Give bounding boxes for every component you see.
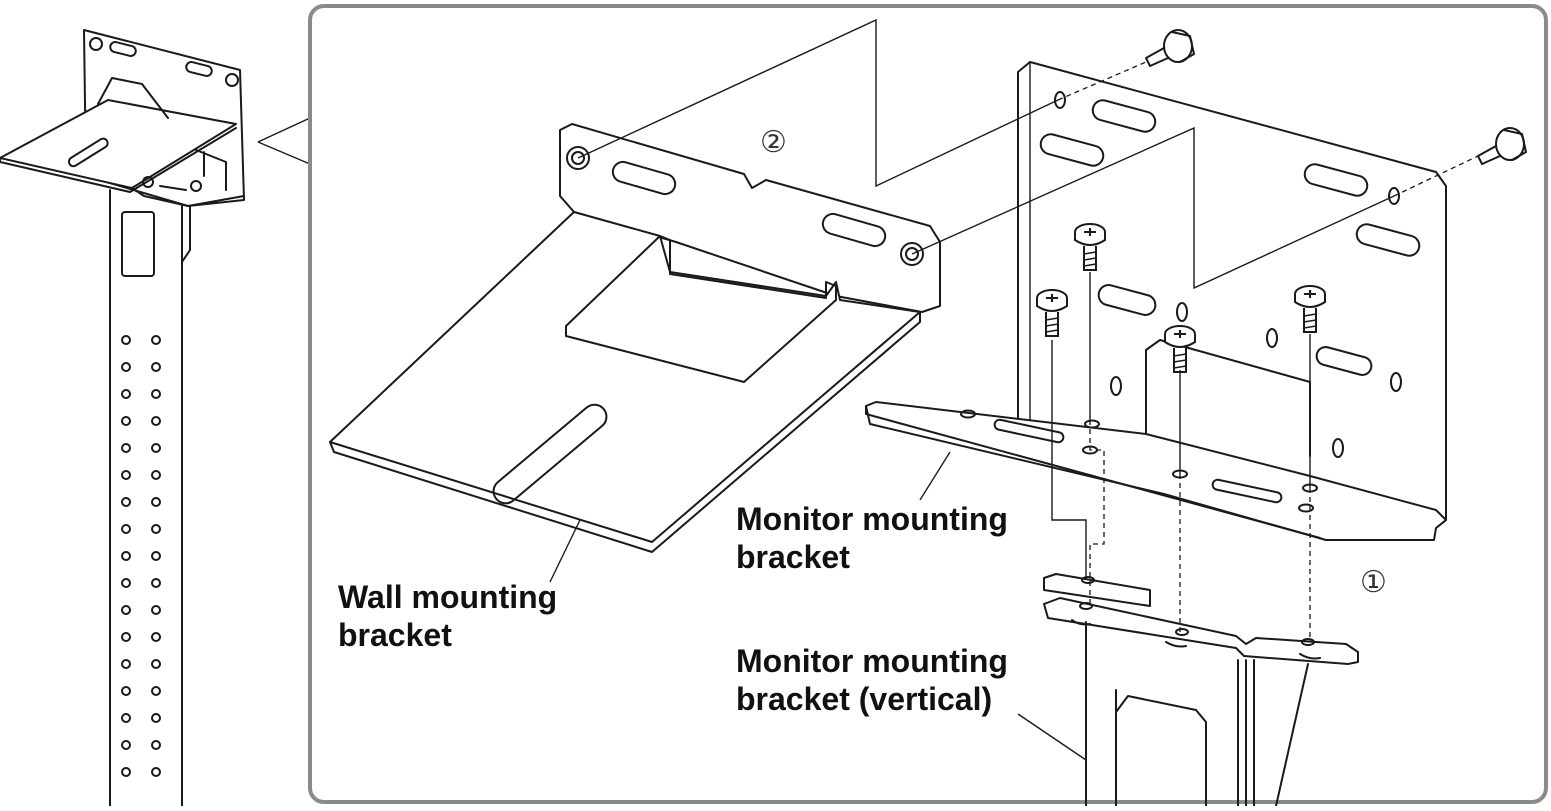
pole-hole — [151, 740, 161, 750]
pole-hole — [151, 605, 161, 615]
overview-pole-assembly — [0, 29, 245, 807]
pole-hole — [151, 389, 161, 399]
pole-hole — [121, 470, 131, 480]
pole-hole — [151, 470, 161, 480]
screw-small — [1164, 325, 1196, 373]
pole-hole — [151, 686, 161, 696]
pole-hole — [121, 551, 131, 561]
pole-hole — [151, 767, 161, 777]
pole-hole — [151, 659, 161, 669]
pole-hole — [121, 740, 131, 750]
pole-hole — [121, 632, 131, 642]
pole-hole — [121, 524, 131, 534]
small-screws — [1036, 223, 1326, 373]
leader-wall-bracket — [549, 519, 581, 583]
pole-hole — [121, 443, 131, 453]
pole-hole — [151, 632, 161, 642]
alignment-lines — [577, 18, 1479, 642]
label-monitor-line2: bracket — [736, 539, 850, 575]
wall-mounting-bracket — [329, 123, 941, 553]
pole-hole — [121, 335, 131, 345]
pole-hole — [121, 686, 131, 696]
pole-hole — [151, 713, 161, 723]
leader-lines — [549, 451, 1087, 761]
monitor-mounting-bracket — [865, 61, 1447, 541]
leader-vertical-bracket — [1017, 713, 1087, 761]
label-wall-line2: bracket — [338, 617, 452, 653]
pole-hole — [151, 524, 161, 534]
monitor-mounting-bracket-vertical — [1043, 573, 1359, 807]
leader-monitor-bracket — [919, 451, 951, 501]
step-number-1: ① — [1360, 565, 1387, 600]
pole-holes — [121, 335, 161, 777]
pole-hole — [121, 497, 131, 507]
pole-hole — [121, 362, 131, 372]
screw-large-2 — [1477, 127, 1527, 165]
pole-hole — [121, 659, 131, 669]
label-wall-mounting-bracket: Wall mounting bracket — [338, 578, 557, 654]
screw-small — [1036, 289, 1068, 337]
pole-hole — [151, 497, 161, 507]
label-vertical-line2: bracket (vertical) — [736, 681, 993, 717]
pole-hole — [121, 713, 131, 723]
pole-hole — [151, 416, 161, 426]
label-monitor-mounting-bracket-vertical: Monitor mounting bracket (vertical) — [736, 642, 1008, 718]
label-vertical-line1: Monitor mounting — [736, 643, 1008, 679]
label-wall-line1: Wall mounting — [338, 579, 558, 615]
pole-hole — [121, 578, 131, 588]
pole-hole — [121, 767, 131, 777]
callout-pointer — [257, 117, 311, 165]
screw-small — [1294, 285, 1326, 333]
pole-hole — [151, 443, 161, 453]
pole-hole — [121, 389, 131, 399]
detail-frame — [308, 4, 1548, 804]
label-monitor-mounting-bracket: Monitor mounting bracket — [736, 500, 1008, 576]
pole-hole — [151, 362, 161, 372]
screw-small — [1074, 223, 1106, 271]
pole-hole — [151, 578, 161, 588]
screws — [1036, 29, 1527, 373]
pole-hole — [121, 605, 131, 615]
pole-hole — [151, 551, 161, 561]
pole-hole — [151, 335, 161, 345]
pole-hole — [121, 416, 131, 426]
label-monitor-line1: Monitor mounting — [736, 501, 1008, 537]
screw-large-1 — [1145, 29, 1195, 67]
step-number-2: ② — [760, 125, 787, 160]
